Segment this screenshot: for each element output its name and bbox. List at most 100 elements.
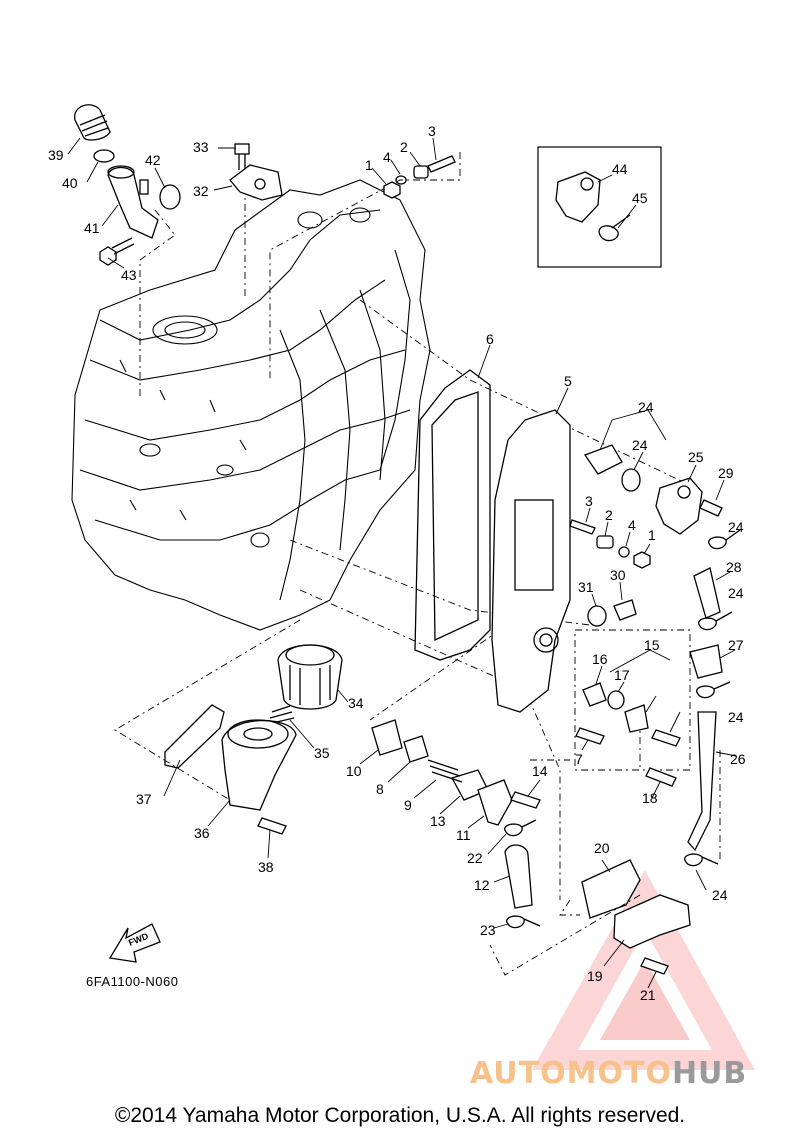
part-26-gasket: [621, 468, 641, 492]
callout-41: 41: [84, 220, 100, 236]
callout-19: 19: [587, 968, 603, 984]
part-41-cap: [74, 104, 111, 141]
part-8-relief-valve: [403, 735, 429, 763]
part-10-collar: [371, 719, 403, 756]
callout-40: 40: [62, 175, 78, 191]
callout-labels: 1234123456789101112131415161718192021222…: [48, 123, 746, 1003]
part-39-gasket: [164, 704, 225, 769]
part-38-filter-base: [221, 719, 297, 811]
part-3-stud: [427, 155, 456, 173]
part-6-gasket: [414, 369, 491, 661]
part-30-hose: [693, 567, 721, 619]
part-1-plug: [383, 181, 401, 199]
part-24-clamps: [504, 529, 741, 929]
callout-8: 8: [376, 781, 384, 797]
callout-29: 29: [718, 465, 734, 481]
part-4b-washer: [618, 546, 630, 558]
callout-36: 36: [194, 825, 210, 841]
callout-24: 24: [638, 399, 654, 415]
callout-21: 21: [640, 987, 656, 1003]
part-18-bolt: [651, 729, 681, 747]
callout-16: 16: [592, 651, 608, 667]
part-4-washer: [395, 175, 407, 185]
copyright-notice: ©2014 Yamaha Motor Corporation, U.S.A. A…: [114, 1104, 686, 1127]
callout-4: 4: [383, 149, 391, 165]
callout-13: 13: [430, 813, 446, 829]
callout-5: 5: [564, 373, 572, 389]
callout-23: 23: [480, 922, 496, 938]
watermark-logo-triangle: [532, 870, 755, 1070]
callout-3: 3: [585, 493, 593, 509]
callout-25: 25: [688, 449, 704, 465]
part-45-bolt: [99, 237, 135, 266]
callout-33: 33: [193, 139, 209, 155]
inset-box-ap: [537, 146, 662, 268]
forward-arrow: FWD: [108, 923, 161, 963]
callout-12: 12: [474, 877, 490, 893]
part-3b-stud: [569, 519, 596, 535]
callout-2: 2: [400, 139, 408, 155]
callout-27: 27: [728, 637, 744, 653]
part-16-fitting: [582, 682, 607, 707]
part-35-bolt: [234, 143, 250, 170]
callout-4: 4: [628, 517, 636, 533]
part-2b-collar: [596, 535, 614, 549]
part-20-bolt: [645, 767, 677, 787]
callout-38: 38: [258, 859, 274, 875]
part-28-hose: [687, 711, 717, 852]
callout-3: 3: [428, 123, 436, 139]
callout-31: 31: [578, 579, 594, 595]
callout-6: 6: [486, 331, 494, 347]
part-46-thermostat-housing: [555, 171, 601, 223]
callout-20: 20: [594, 840, 610, 856]
callout-42: 42: [145, 152, 161, 168]
watermark-text-part1: AUTOMOTO: [470, 1056, 672, 1091]
callout-11: 11: [456, 827, 471, 843]
part-32-plug: [613, 599, 637, 621]
part-29-joint: [689, 644, 723, 679]
watermark-text: AUTOMOTOHUB: [470, 1056, 747, 1091]
dashed-leaders: [114, 152, 721, 976]
part-19-valve: [624, 704, 649, 733]
callout-10: 10: [346, 763, 362, 779]
callout-34: 34: [348, 695, 364, 711]
callout-9: 9: [404, 797, 412, 813]
part-27-thermostat-cover: [655, 477, 703, 535]
part-43-filler-neck: [107, 165, 159, 239]
part-42-o-ring: [93, 149, 115, 163]
part-2-collar: [413, 165, 429, 179]
callout-28: 28: [726, 559, 742, 575]
part-21-valve: [613, 894, 691, 949]
callout-22: 22: [467, 850, 483, 866]
callout-17: 17: [614, 667, 630, 683]
callout-24: 24: [728, 585, 744, 601]
part-7-bolt: [575, 727, 605, 745]
part-36-oil-filter: [277, 644, 343, 710]
callout-37: 37: [136, 791, 152, 807]
callout-45: 45: [632, 190, 648, 206]
callout-30: 30: [610, 567, 626, 583]
callout-32: 32: [193, 183, 209, 199]
diagram-code: 6FA1100-N060: [86, 974, 179, 989]
callout-26: 26: [730, 751, 746, 767]
callout-14: 14: [532, 763, 548, 779]
callout-35: 35: [314, 745, 330, 761]
part-11-cover: [477, 779, 513, 826]
part-14-bolt: [510, 791, 541, 809]
part-22-gasket: [581, 859, 641, 919]
part-5-exhaust-cover: [491, 409, 571, 713]
callout-1: 1: [365, 157, 373, 173]
part-40-bolt: [257, 817, 287, 835]
part-31-bolt: [699, 499, 723, 517]
part-33-washer: [587, 605, 607, 627]
callout-18: 18: [642, 790, 658, 806]
part-25-thermostat: [583, 444, 623, 475]
part-9-spring: [427, 759, 463, 783]
callout-24: 24: [728, 519, 744, 535]
part-12-hose: [504, 844, 533, 909]
callout-15: 15: [644, 637, 660, 653]
watermark-text-part2: HUB: [671, 1056, 748, 1091]
callout-1: 1: [648, 527, 656, 543]
callout-44: 44: [612, 161, 628, 177]
